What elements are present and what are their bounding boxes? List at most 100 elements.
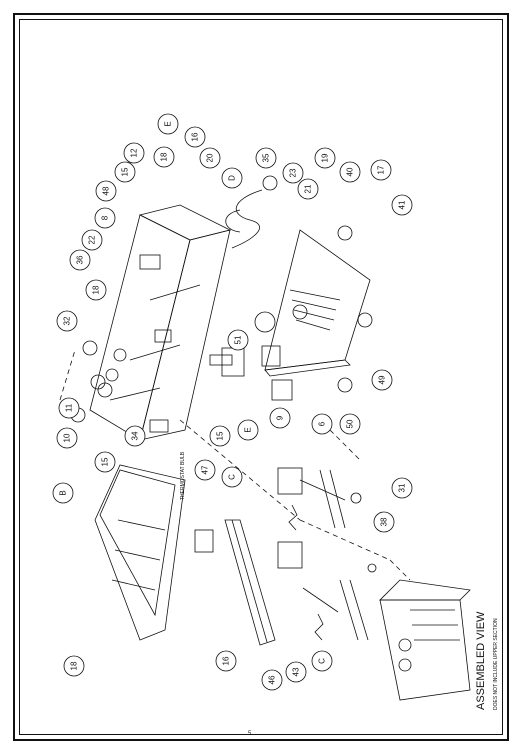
subtitle-text: DOES NOT INCLUDE UPPER SECTION [493, 618, 499, 710]
svg-text:15: 15 [121, 167, 130, 176]
svg-text:22: 22 [88, 235, 97, 244]
svg-text:19: 19 [321, 153, 330, 162]
callout-9: 48 [95, 180, 117, 202]
svg-text:B: B [59, 490, 68, 495]
callout-39: 46 [261, 669, 283, 691]
callout-40: 43 [285, 661, 307, 683]
inner-border [19, 19, 503, 735]
svg-text:41: 41 [398, 200, 407, 209]
svg-text:C: C [228, 474, 237, 480]
svg-text:35: 35 [262, 153, 271, 162]
svg-text:12: 12 [130, 148, 139, 157]
callout-30: 50 [339, 413, 361, 435]
callout-2: 16 [184, 126, 206, 148]
callout-27: E [237, 419, 259, 441]
svg-text:15: 15 [101, 457, 110, 466]
rails [319, 469, 377, 641]
callout-10: 8 [94, 207, 116, 229]
assembly-guide-lines [59, 349, 411, 581]
svg-text:51: 51 [234, 335, 243, 344]
svg-text:15: 15 [216, 431, 225, 440]
callout-24: 34 [124, 425, 146, 447]
assembled-view-graphic [379, 579, 471, 701]
callout-12: 36 [69, 249, 91, 271]
svg-text:C: C [318, 658, 327, 664]
callout-18: 17 [370, 159, 392, 181]
callout-8: 15 [114, 161, 136, 183]
svg-text:36: 36 [76, 255, 85, 264]
outer-border [13, 13, 509, 741]
svg-text:48: 48 [102, 186, 111, 195]
svg-text:20: 20 [206, 153, 215, 162]
svg-text:E: E [244, 427, 253, 432]
callout-19: 41 [391, 194, 413, 216]
svg-text:8: 8 [101, 215, 110, 220]
callout-23: 10 [56, 427, 78, 449]
callout-4: 18 [153, 146, 175, 168]
callout-1: E [157, 113, 179, 135]
svg-text:49: 49 [378, 375, 387, 384]
callout-28: 15 [209, 425, 231, 447]
callout-38: 16 [215, 650, 237, 672]
svg-text:31: 31 [398, 483, 407, 492]
bar-component [224, 519, 276, 646]
callout-16: 19 [314, 147, 336, 169]
callout-15: 23 [282, 162, 304, 184]
svg-text:E: E [164, 121, 173, 126]
callout-33: 47 [194, 459, 216, 481]
title-text: ASSEMBLED VIEW [475, 611, 487, 710]
svg-text:16: 16 [222, 656, 231, 665]
callout-13: 18 [85, 279, 107, 301]
svg-text:23: 23 [289, 168, 298, 177]
brackets [277, 467, 346, 641]
svg-text:47: 47 [201, 465, 210, 474]
callout-layer: E 16 12 18 20D 35 15 48 8 22 36 18 32 23 19 40 17 41 21 51 1… [52, 113, 413, 691]
callout-22: 11 [58, 397, 80, 419]
callout-29: 6 [311, 413, 333, 435]
callout-14: 32 [56, 310, 78, 332]
svg-text:11: 11 [65, 403, 74, 412]
callout-3: 12 [123, 142, 145, 164]
svg-text:10: 10 [63, 433, 72, 442]
grill-pan [94, 464, 214, 641]
chassis-body [70, 204, 233, 441]
callout-5: 20 [199, 147, 221, 169]
thermostat-bulb-label: THERMOSTAT BULB [180, 451, 186, 500]
callout-11: 22 [81, 229, 103, 251]
svg-text:46: 46 [268, 675, 277, 684]
page-mark: 5 [248, 731, 252, 737]
svg-text:34: 34 [131, 431, 140, 440]
svg-text:17: 17 [377, 165, 386, 174]
svg-text:D: D [228, 175, 237, 181]
callout-26: 9 [269, 407, 291, 429]
svg-text:16: 16 [191, 132, 200, 141]
callout-25: 15 [94, 451, 116, 473]
svg-text:50: 50 [346, 419, 355, 428]
svg-text:9: 9 [276, 415, 285, 420]
thermostat-assembly [221, 175, 293, 401]
svg-text:6: 6 [318, 421, 327, 426]
bottom-plate [264, 225, 373, 393]
callout-7: 35 [255, 147, 277, 169]
callout-20: 21 [297, 178, 319, 200]
callout-36: 38 [373, 511, 395, 533]
svg-text:43: 43 [292, 667, 301, 676]
callout-6: D [221, 167, 243, 189]
callout-41: C [311, 650, 333, 672]
callout-37: 18 [63, 655, 85, 677]
svg-text:38: 38 [380, 517, 389, 526]
svg-text:18: 18 [70, 661, 79, 670]
callout-31: 49 [371, 369, 393, 391]
svg-text:21: 21 [304, 184, 313, 193]
svg-text:40: 40 [346, 167, 355, 176]
svg-text:32: 32 [63, 316, 72, 325]
svg-text:18: 18 [92, 285, 101, 294]
callout-21: 51 [227, 329, 249, 351]
callout-32: B [52, 482, 74, 504]
callout-34: C [221, 466, 243, 488]
callout-35: 31 [391, 477, 413, 499]
callout-17: 40 [339, 161, 361, 183]
svg-text:18: 18 [160, 152, 169, 161]
